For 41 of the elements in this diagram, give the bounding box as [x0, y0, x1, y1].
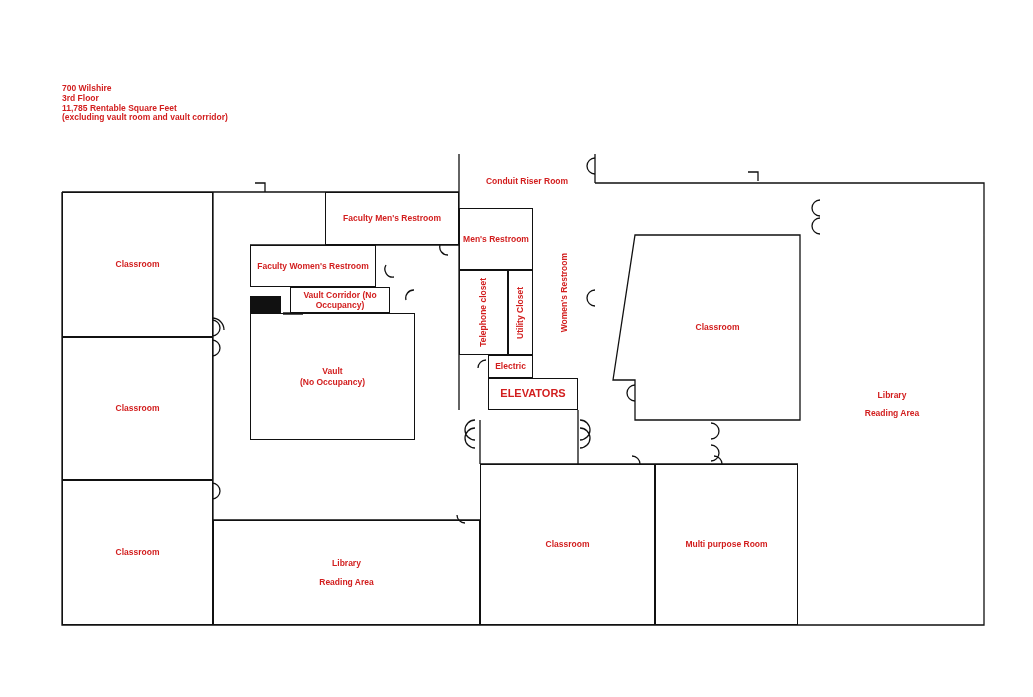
room	[488, 378, 578, 410]
room-label: (No Occupancy)	[299, 376, 366, 387]
room	[62, 337, 213, 480]
room	[325, 192, 459, 245]
room	[480, 464, 655, 625]
room-label: Classroom	[545, 539, 590, 550]
room	[459, 270, 508, 355]
room	[655, 464, 798, 625]
room-label: Faculty Men's Restroom	[343, 213, 441, 224]
room-label: Telephone closet	[478, 278, 489, 347]
room-label: Library	[332, 558, 361, 569]
room-label: Electric	[495, 361, 526, 372]
room-label: Multi purpose Room	[685, 539, 768, 550]
room-label: Utility Closet	[515, 286, 526, 339]
room-label: Vault	[322, 366, 343, 377]
header-note: 700 Wilshire	[62, 84, 113, 94]
room-label: Classroom	[115, 403, 160, 414]
room-label: Reading Area	[319, 576, 374, 587]
room-label: Women's Restroom	[558, 253, 570, 333]
room	[250, 313, 415, 440]
room	[508, 270, 533, 355]
room-label: Classroom	[695, 322, 740, 333]
room-label: Men's Restroom	[463, 233, 529, 245]
room-label: Classroom	[115, 547, 160, 558]
room-label: Reading Area	[864, 408, 920, 419]
room	[459, 208, 533, 270]
room-label: Vault Corridor (No Occupancy)	[302, 289, 378, 311]
room	[488, 355, 533, 378]
room	[290, 287, 390, 313]
header-note: 11,785 Rentable Square Feet	[62, 103, 178, 113]
room	[250, 245, 376, 287]
room	[62, 480, 213, 625]
header-note: 3rd Floor	[62, 93, 100, 104]
room-label: ELEVATORS	[500, 387, 566, 401]
room	[213, 520, 480, 625]
room-label: Conduit Riser Room	[485, 175, 569, 187]
header-note: (excluding vault room and vault corridor)	[62, 113, 228, 124]
room	[62, 192, 213, 337]
room-label: Classroom	[115, 259, 160, 270]
room-label: Faculty Women's Restroom	[257, 260, 369, 272]
room-label: Library	[877, 389, 907, 400]
